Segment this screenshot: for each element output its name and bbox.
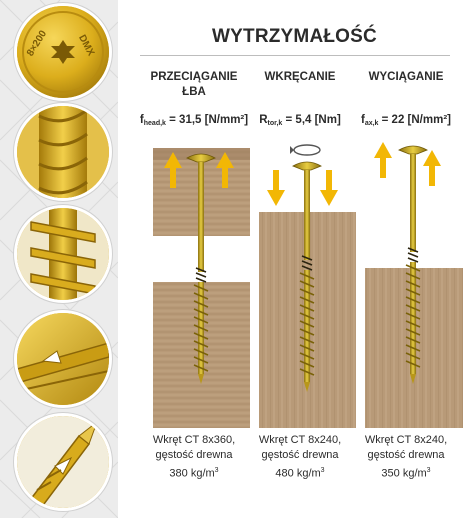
caption-line: gęstość drewna bbox=[367, 449, 445, 461]
column-heading-torsion: WKRĘCANIE bbox=[245, 70, 355, 85]
caption-line: 480 kg/m3 bbox=[275, 467, 325, 480]
caption-line: gęstość drewna bbox=[261, 449, 339, 461]
screw-tip bbox=[410, 374, 416, 384]
screw-tip bbox=[198, 374, 204, 384]
torsion-symbol bbox=[290, 144, 321, 156]
caption-head-pull: Wkręt CT 8x360, gęstość drewna 380 kg/m3 bbox=[139, 433, 249, 482]
force-arrows bbox=[267, 170, 338, 206]
column-heading-line: WKRĘCANIE bbox=[264, 71, 336, 83]
screw-shank bbox=[304, 170, 310, 260]
title-rule bbox=[140, 55, 450, 56]
arrow-up-right bbox=[423, 150, 441, 186]
screw-shank bbox=[198, 162, 204, 272]
detail-shank bbox=[14, 103, 112, 201]
screw-thread bbox=[299, 270, 315, 382]
detail-cutter bbox=[14, 310, 112, 408]
screw-tip bbox=[304, 382, 310, 392]
screw-head bbox=[292, 161, 322, 171]
screw-collar bbox=[301, 255, 313, 271]
detail-strip: 8×200 DMX bbox=[0, 0, 118, 518]
caption-line: gęstość drewna bbox=[155, 449, 233, 461]
column-heading-line: WYCIĄGANIE bbox=[368, 71, 444, 83]
arrow-up-right bbox=[216, 152, 234, 188]
test-diagram bbox=[153, 142, 463, 428]
column-head-pull bbox=[153, 148, 250, 428]
detail-thread bbox=[14, 205, 112, 303]
formula-torsion: Rtor,k = 5,4 [Nm] bbox=[259, 114, 341, 127]
page-title: WYTRZYMAŁOŚĆ bbox=[212, 26, 377, 47]
column-withdrawal bbox=[365, 142, 463, 428]
arrow-up-left bbox=[374, 142, 392, 178]
caption-line: 350 kg/m3 bbox=[381, 467, 431, 480]
formula-withdrawal: fax,k = 22 [N/mm²] bbox=[360, 114, 451, 127]
caption-line: 380 kg/m3 bbox=[169, 467, 219, 480]
screw-thread bbox=[405, 262, 421, 374]
formula-head-pull: fhead,k = 31,5 [N/mm²] bbox=[139, 114, 249, 127]
column-heading-line: ŁBA bbox=[182, 86, 206, 98]
column-heading-head-pull: PRZECIĄGANIE ŁBA bbox=[139, 70, 249, 100]
screw-shank bbox=[410, 154, 416, 252]
screw-head bbox=[398, 145, 428, 155]
force-arrows bbox=[374, 142, 441, 186]
detail-tip bbox=[14, 413, 112, 511]
screw-thread bbox=[193, 282, 209, 374]
screw-collar bbox=[195, 267, 207, 283]
caption-line: Wkręt CT 8x240, bbox=[258, 434, 342, 446]
caption-torsion: Wkręt CT 8x240, gęstość drewna 480 kg/m3 bbox=[245, 433, 355, 482]
screw-collar bbox=[407, 247, 419, 263]
caption-line: Wkręt CT 8x240, bbox=[364, 434, 448, 446]
caption-withdrawal: Wkręt CT 8x240, gęstość drewna 350 kg/m3 bbox=[351, 433, 461, 482]
caption-line: Wkręt CT 8x360, bbox=[152, 434, 236, 446]
arrow-down-left bbox=[267, 170, 285, 206]
arrow-up-left bbox=[164, 152, 182, 188]
screw-head bbox=[186, 153, 216, 163]
arrow-down-right bbox=[320, 170, 338, 206]
force-arrows bbox=[164, 152, 234, 188]
detail-head-top: 8×200 DMX bbox=[14, 3, 112, 101]
column-heading-withdrawal: WYCIĄGANIE bbox=[351, 70, 461, 85]
column-torsion bbox=[259, 144, 356, 428]
column-heading-line: PRZECIĄGANIE bbox=[150, 71, 238, 83]
